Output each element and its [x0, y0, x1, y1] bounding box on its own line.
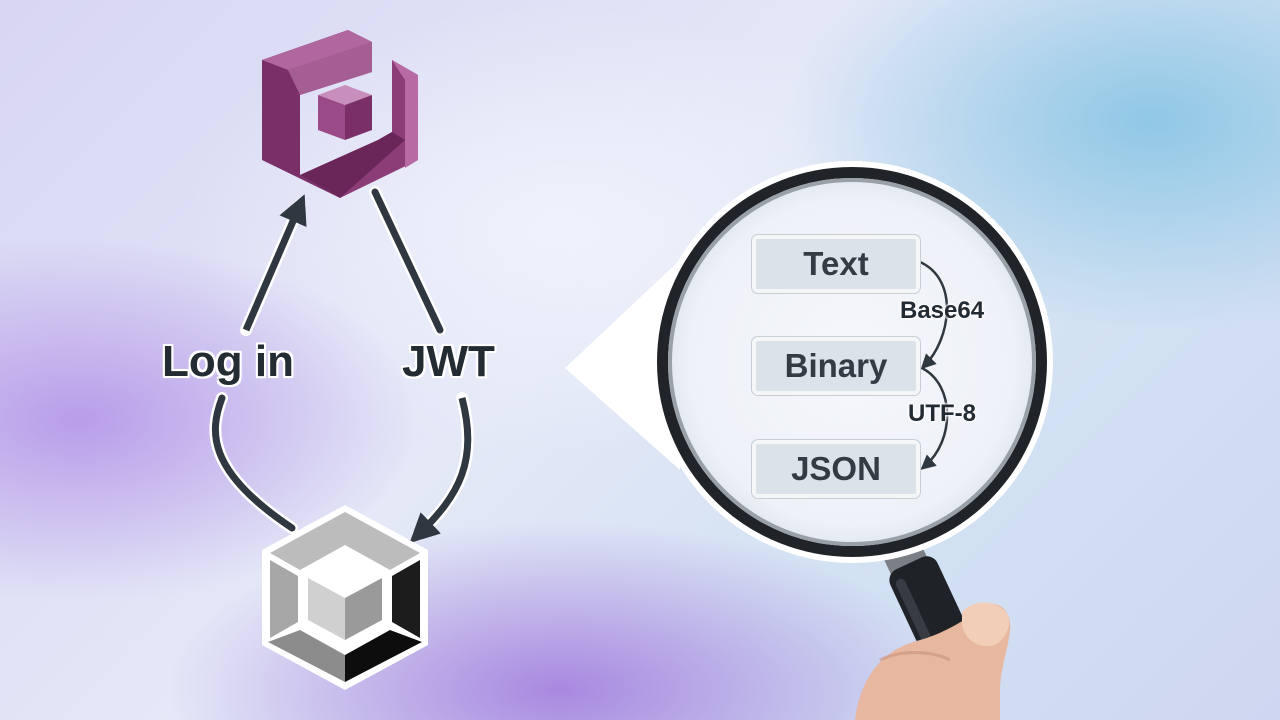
unity-icon: [262, 505, 428, 690]
text-box: Text: [752, 235, 920, 293]
login-label: Log in: [162, 337, 294, 386]
binary-box: Binary: [752, 337, 920, 395]
aws-cognito-icon: [262, 30, 418, 198]
hand: [855, 602, 1011, 720]
magnifier-callout-wedge: [565, 260, 680, 470]
jwt-label: JWT: [402, 337, 495, 386]
login-arrow: [209, 194, 307, 534]
json-box: JSON: [752, 440, 920, 498]
base64-step-label: Base64: [900, 297, 985, 324]
utf8-step-label: UTF-8: [908, 400, 976, 427]
jwt-arrow: [369, 186, 474, 544]
